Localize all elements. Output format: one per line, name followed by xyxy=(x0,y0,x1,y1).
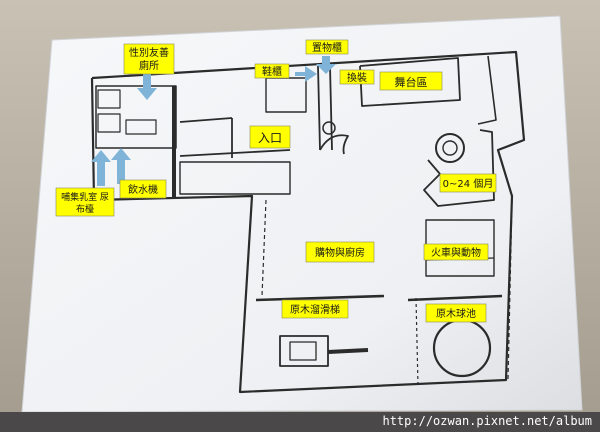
label-restroom-line1: 性別友善 xyxy=(129,46,169,59)
arrow-right-icon xyxy=(295,66,317,82)
watermark-bar: http://ozwan.pixnet.net/album xyxy=(0,412,600,432)
label-locker: 置物櫃 xyxy=(305,39,349,55)
label-infant-zone: 0~24 個月 xyxy=(439,173,497,193)
partition-wall xyxy=(172,86,176,198)
label-nursing-line1: 哺集乳室 尿 xyxy=(61,191,109,203)
label-water-text: 飲水機 xyxy=(128,183,158,196)
label-changing-text: 換裝 xyxy=(347,71,367,84)
label-slide: 原木溜滑梯 xyxy=(281,299,349,319)
label-entrance-text: 入口 xyxy=(258,131,282,145)
label-water: 飲水機 xyxy=(119,179,167,199)
label-shop-kitchen-text: 購物與廚房 xyxy=(315,246,365,259)
arrow-down-icon xyxy=(316,56,336,74)
toilet-stall xyxy=(97,113,121,133)
label-stage: 舞台區 xyxy=(379,71,443,91)
label-nursing: 哺集乳室 尿 布檯 xyxy=(55,187,115,217)
label-train-animals: 火車與動物 xyxy=(423,243,489,261)
label-locker-text: 置物櫃 xyxy=(312,41,342,54)
stage-outline xyxy=(359,57,461,107)
arrow-up-icon xyxy=(111,148,131,184)
sink-counter xyxy=(125,119,157,135)
arrow-up-icon xyxy=(91,150,111,186)
label-ball-pool: 原木球池 xyxy=(425,303,487,323)
toilet-stall xyxy=(97,89,121,109)
label-shop-kitchen: 購物與廚房 xyxy=(305,241,375,263)
direction-arrows xyxy=(91,56,336,186)
label-changing: 換裝 xyxy=(339,69,375,85)
label-train-animals-text: 火車與動物 xyxy=(431,246,481,259)
watermark-url: http://ozwan.pixnet.net/album xyxy=(382,414,592,428)
room-labels: 性別友善 廁所 鞋櫃 置物櫃 換裝 舞台區 入口 哺集乳室 尿 布檯 xyxy=(55,39,497,323)
label-stage-text: 舞台區 xyxy=(395,75,428,89)
label-shoe-cabinet: 鞋櫃 xyxy=(254,63,290,79)
label-restroom: 性別友善 廁所 xyxy=(123,43,175,75)
entrance-hall xyxy=(179,161,291,195)
arrow-down-icon xyxy=(137,64,157,100)
label-nursing-line2: 布檯 xyxy=(76,203,94,215)
entry-ramp xyxy=(319,134,349,155)
label-slide-text: 原木溜滑梯 xyxy=(290,303,340,316)
label-restroom-line2: 廁所 xyxy=(139,59,159,72)
label-shoe-cabinet-text: 鞋櫃 xyxy=(262,65,282,78)
label-entrance: 入口 xyxy=(249,125,291,149)
label-infant-zone-text: 0~24 個月 xyxy=(443,177,494,190)
label-ball-pool-text: 原木球池 xyxy=(436,307,476,320)
